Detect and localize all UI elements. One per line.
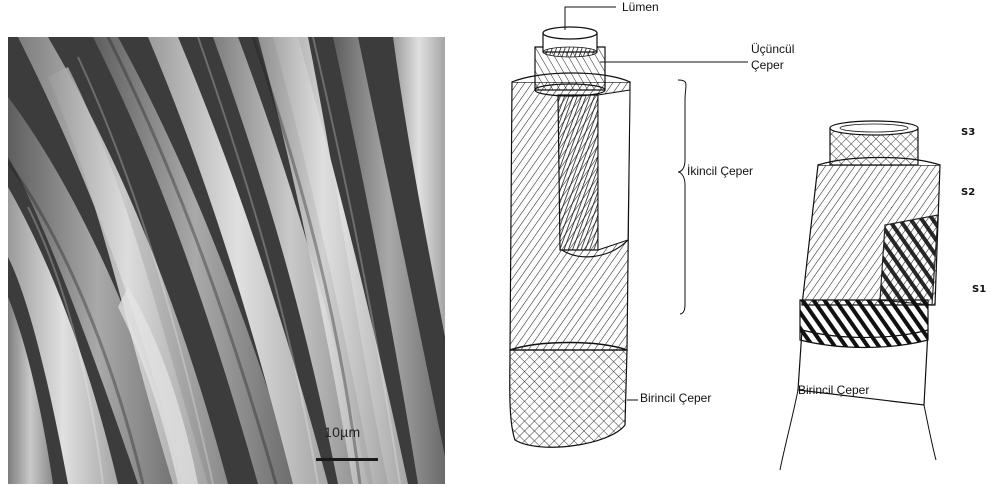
label-s2: S2 [961, 186, 975, 200]
small-fiber-drawing [798, 121, 940, 405]
label-primary-wall-small: Birincil Çeper [798, 383, 869, 397]
fiber-wall-drawings [480, 0, 993, 486]
sem-micrograph: 10µm [8, 37, 445, 484]
label-tertiary-wall-line2: Çeper [751, 58, 784, 72]
large-fiber-drawing [510, 27, 630, 447]
cell-wall-diagram: Lümen Üçüncül Çeper İkincil Çeper Birinc… [480, 0, 993, 486]
label-s3: S3 [961, 126, 975, 140]
label-secondary-wall: İkincil Çeper [687, 164, 753, 178]
label-primary-wall-large: Birincil Çeper [640, 391, 711, 405]
label-tertiary-wall-line1: Üçüncül [751, 42, 794, 56]
label-lumen: Lümen [622, 0, 659, 14]
fiber-micrograph-image [8, 37, 445, 484]
label-s1: S1 [972, 283, 986, 297]
scale-bar-label: 10µm [324, 424, 361, 440]
scale-bar [316, 458, 378, 461]
